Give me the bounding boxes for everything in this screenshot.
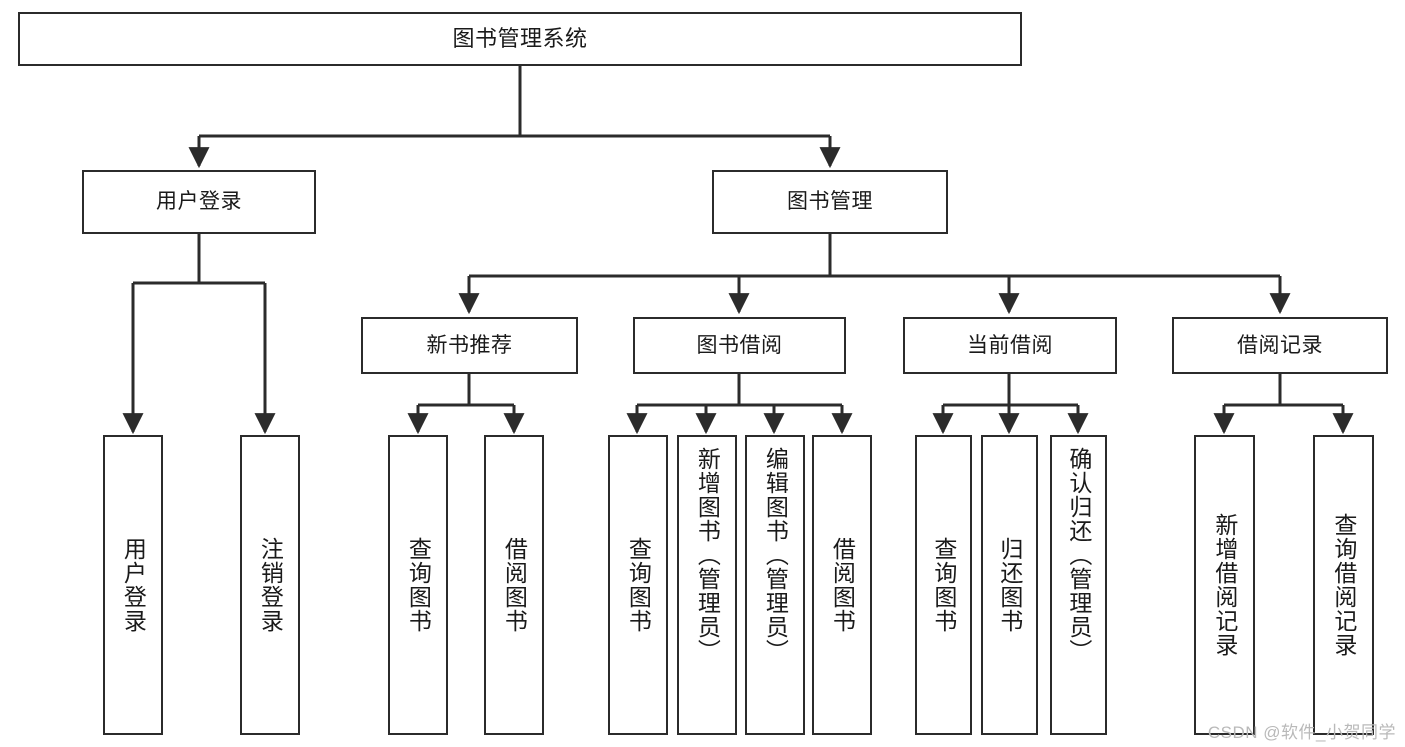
node-borrow-record[interactable]: 借阅记录 [1172, 317, 1388, 374]
leaf-add-book-label: 新增图书（管理员） [694, 447, 721, 663]
node-book-borrow[interactable]: 图书借阅 [633, 317, 846, 374]
leaf-edit-book-label: 编辑图书（管理员） [762, 447, 789, 663]
leaf-return-book-label: 归还图书 [996, 537, 1023, 633]
node-new-book-recommend-label: 新书推荐 [426, 333, 513, 357]
leaf-add-book[interactable]: 新增图书（管理员） [677, 435, 737, 735]
leaf-borrow-book-2[interactable]: 借阅图书 [812, 435, 872, 735]
leaf-query-book-2-label: 查询图书 [625, 537, 652, 633]
node-book-management[interactable]: 图书管理 [712, 170, 948, 234]
leaf-user-login-label: 用户登录 [120, 537, 147, 633]
csdn-watermark: CSDN @软件_小贺同学 [1207, 723, 1396, 742]
leaf-logout-login-label: 注销登录 [257, 537, 284, 633]
node-user-login-label: 用户登录 [156, 190, 242, 214]
leaf-borrow-book-2-label: 借阅图书 [829, 537, 856, 633]
node-root-label: 图书管理系统 [452, 25, 588, 51]
node-new-book-recommend[interactable]: 新书推荐 [361, 317, 578, 374]
leaf-confirm-return[interactable]: 确认归还（管理员） [1050, 435, 1107, 735]
leaf-query-book-3[interactable]: 查询图书 [915, 435, 972, 735]
leaf-borrow-book-1-label: 借阅图书 [501, 537, 528, 633]
leaf-logout-login[interactable]: 注销登录 [240, 435, 300, 735]
leaf-query-book-1[interactable]: 查询图书 [388, 435, 448, 735]
node-user-login[interactable]: 用户登录 [82, 170, 316, 234]
node-current-borrow-label: 当前借阅 [967, 333, 1053, 357]
leaf-add-borrow-record-label: 新增借阅记录 [1211, 513, 1238, 657]
leaf-query-borrow-record[interactable]: 查询借阅记录 [1313, 435, 1374, 735]
leaf-query-borrow-record-label: 查询借阅记录 [1330, 513, 1357, 657]
node-root[interactable]: 图书管理系统 [18, 12, 1022, 66]
node-book-borrow-label: 图书借阅 [696, 333, 783, 357]
node-borrow-record-label: 借阅记录 [1237, 333, 1323, 357]
node-book-management-label: 图书管理 [787, 190, 873, 214]
leaf-user-login[interactable]: 用户登录 [103, 435, 163, 735]
leaf-borrow-book-1[interactable]: 借阅图书 [484, 435, 544, 735]
leaf-add-borrow-record[interactable]: 新增借阅记录 [1194, 435, 1255, 735]
leaf-confirm-return-label: 确认归还（管理员） [1065, 447, 1092, 663]
leaf-query-book-2[interactable]: 查询图书 [608, 435, 668, 735]
leaf-query-book-1-label: 查询图书 [405, 537, 432, 633]
node-current-borrow[interactable]: 当前借阅 [903, 317, 1117, 374]
leaf-return-book[interactable]: 归还图书 [981, 435, 1038, 735]
leaf-edit-book[interactable]: 编辑图书（管理员） [745, 435, 805, 735]
leaf-query-book-3-label: 查询图书 [930, 537, 957, 633]
